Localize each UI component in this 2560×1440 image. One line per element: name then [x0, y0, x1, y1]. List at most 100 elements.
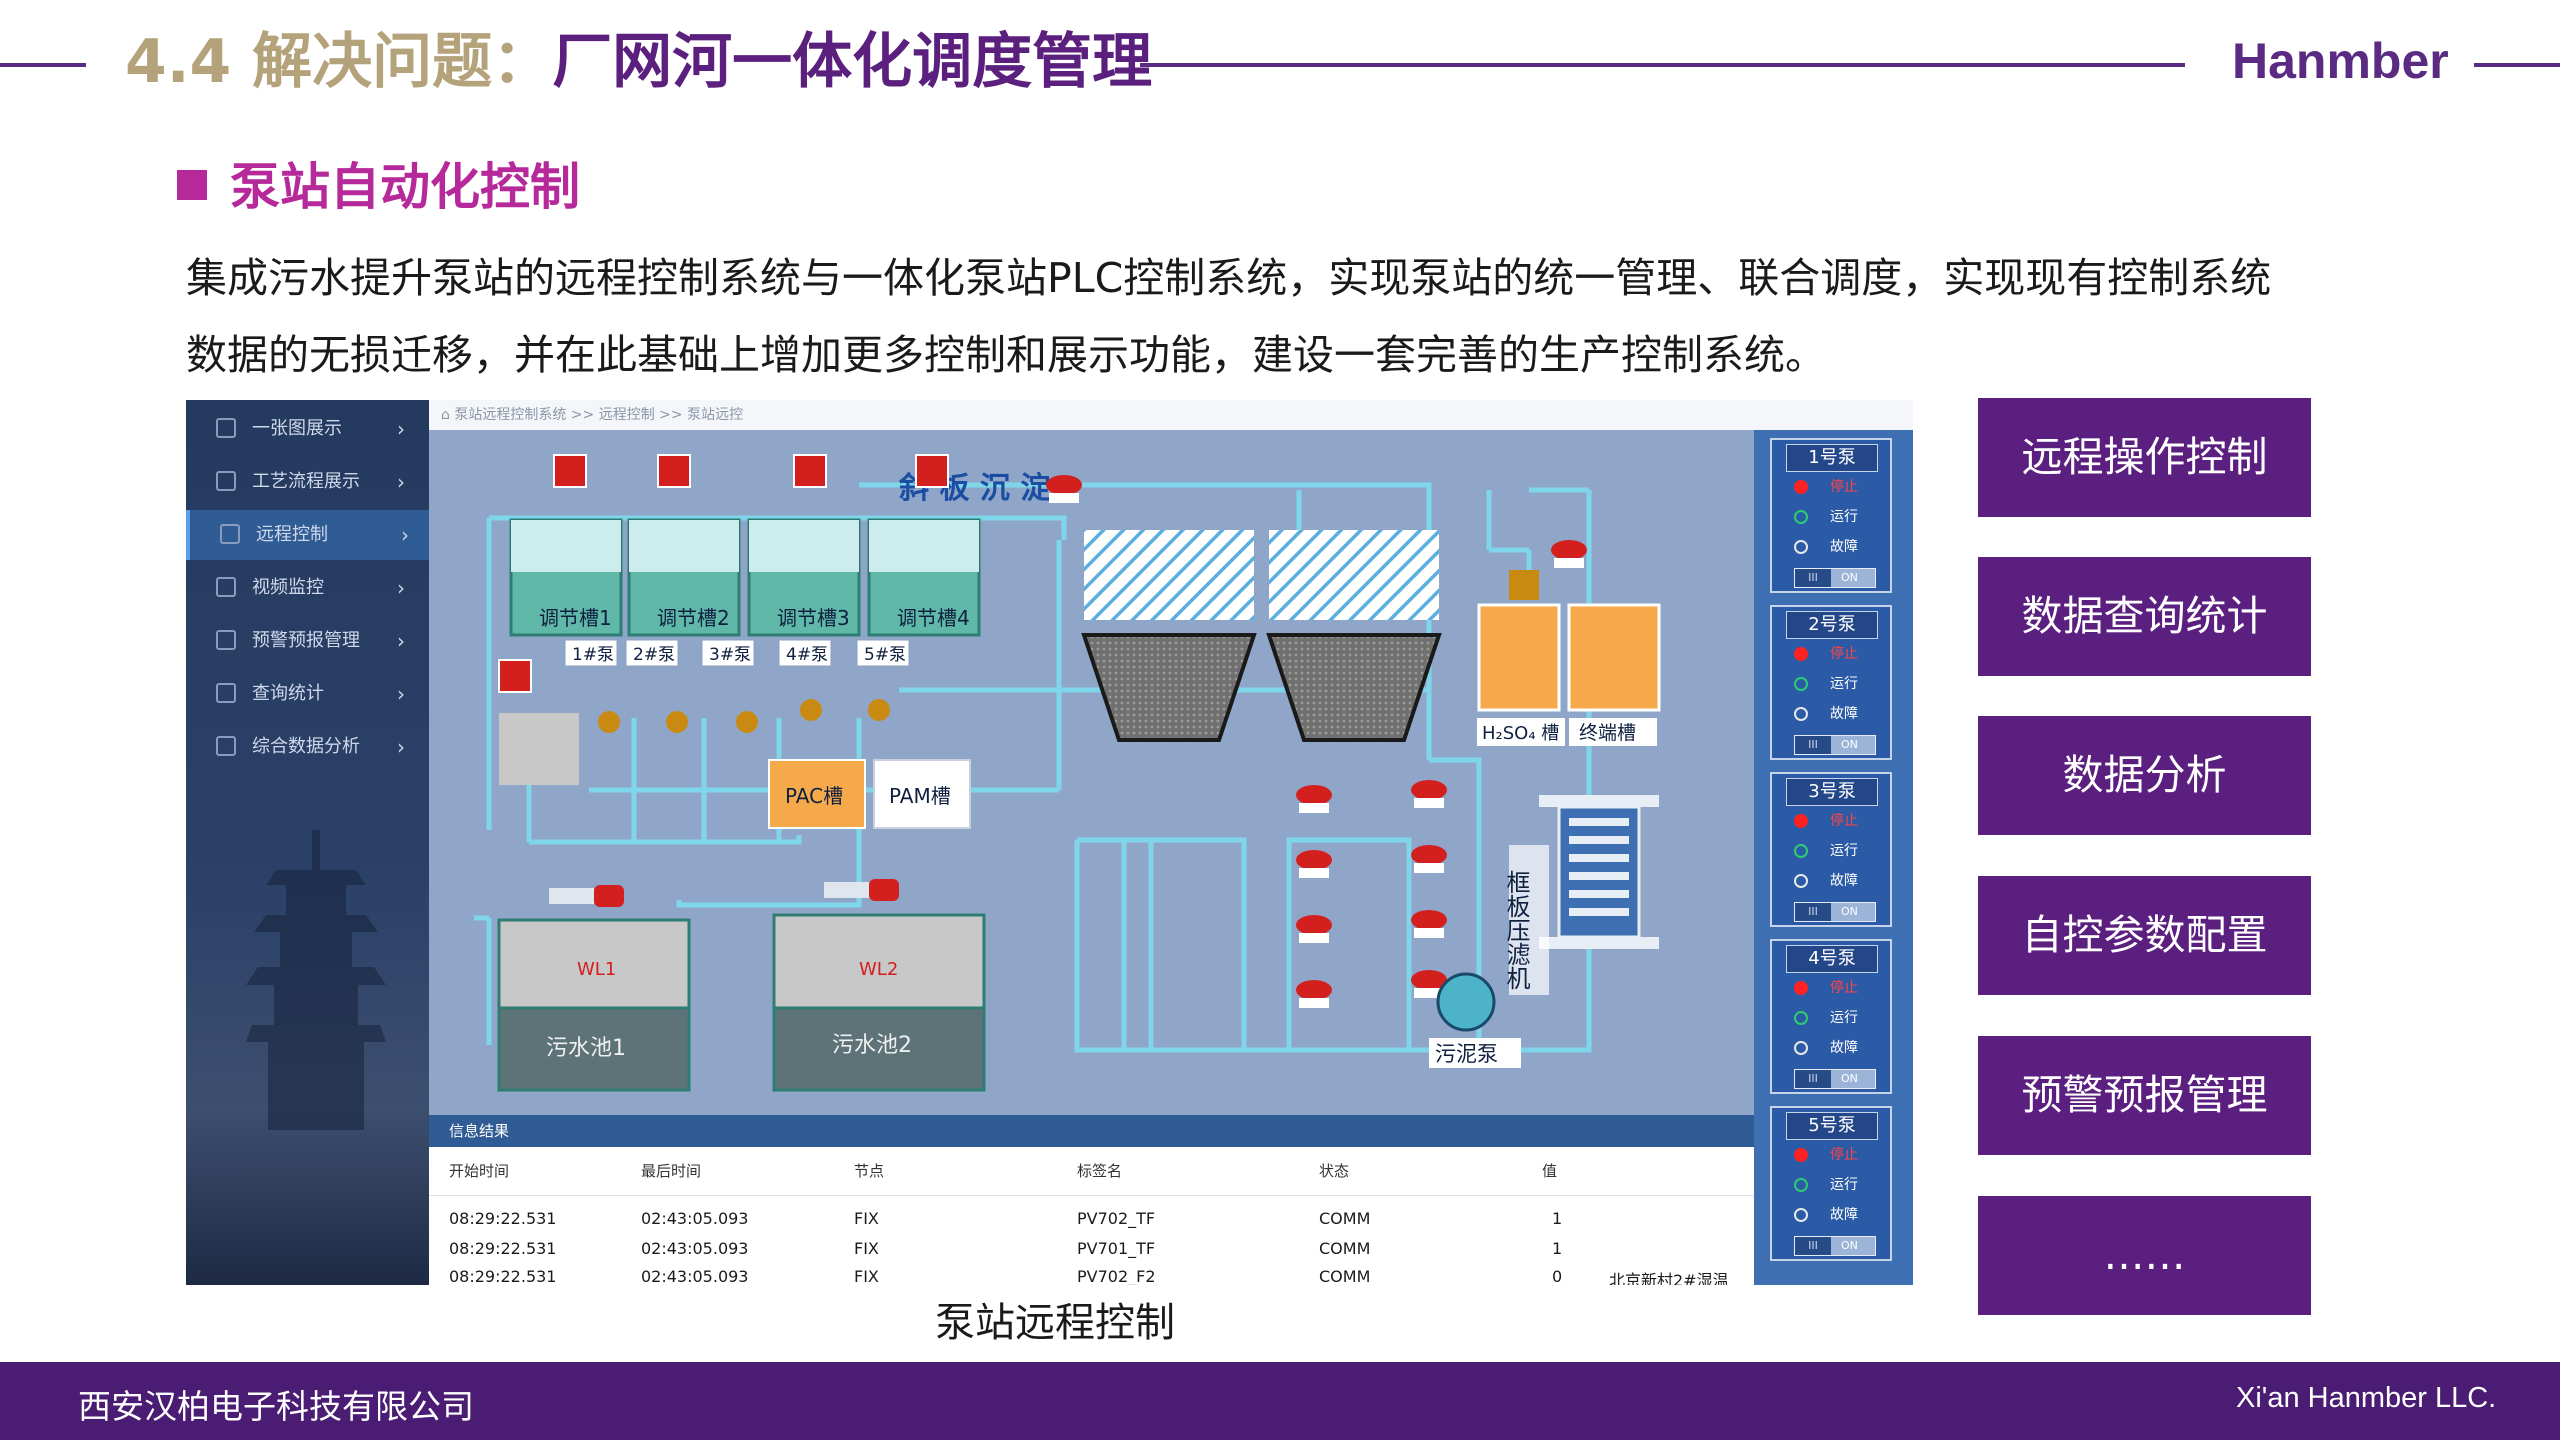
brand-logo: Hanmber: [2232, 33, 2449, 89]
column-header: 状态: [1319, 1162, 1350, 1180]
scada-screenshot: 一张图展示 › 工艺流程展示 › 远程控制 › 视频监控 › 预警预报管理 › …: [186, 400, 1913, 1285]
cell-last-time: 02:43:05.093: [641, 1239, 749, 1258]
wl2-label: WL2: [859, 959, 898, 980]
footer-company-en: Xi'an Hanmber LLC.: [2236, 1382, 2497, 1414]
description-line-2: 数据的无损迁移，并在此基础上增加更多控制和展示功能，建设一套完善的生产控制系统。: [186, 331, 1826, 379]
mixer-icons: [498, 454, 949, 693]
fault-indicator-icon: [1794, 540, 1808, 554]
column-header: 开始时间: [449, 1162, 510, 1180]
pump-label-1: 1#泵: [572, 645, 614, 665]
sidebar-item-analysis[interactable]: 综合数据分析 ›: [186, 722, 429, 772]
fault-label: 故障: [1830, 1040, 1858, 1056]
run-label: 运行: [1830, 1177, 1858, 1193]
filter-press-top: [1539, 795, 1659, 807]
pac-label: PAC槽: [785, 784, 843, 808]
sludge-pump-icon: [1436, 972, 1496, 1032]
feature-alarm-management[interactable]: 预警预报管理: [1978, 1036, 2311, 1155]
fault-indicator-icon: [1794, 874, 1808, 888]
toggle-knob: III: [1795, 736, 1831, 754]
grey-tank: [499, 713, 579, 785]
sewage-pools: [497, 913, 986, 1092]
acid-pump-icon: [1509, 570, 1539, 600]
breadcrumb-text: 泵站远程控制系统 >> 远程控制 >> 泵站远控: [454, 407, 744, 423]
run-indicator-icon: [1794, 510, 1808, 524]
feature-more[interactable]: ……: [1978, 1196, 2311, 1315]
pool1-label: 污水池1: [546, 1036, 626, 1061]
feature-data-analysis[interactable]: 数据分析: [1978, 716, 2311, 835]
figure-caption: 泵站远程控制: [935, 1300, 1175, 1346]
sidebar-item-label: 视频监控: [252, 577, 324, 598]
description-line-1: 集成污水提升泵站的远程控制系统与一体化泵站PLC控制系统，实现泵站的统一管理、联…: [186, 254, 2272, 302]
cell-node: FIX: [854, 1267, 879, 1285]
toggle-label: ON: [1841, 1072, 1858, 1085]
cell-node: FIX: [854, 1239, 879, 1258]
pool2-label: 污水池2: [832, 1033, 912, 1058]
process-diagram: 斜 板 沉 淀 调节槽1 调节槽2 调节槽3 调节槽4: [429, 430, 1754, 1115]
info-results-table: 信息结果 开始时间 最后时间 节点 标签名 状态 值 08:29:22.531 …: [429, 1115, 1754, 1285]
stop-indicator-icon: [1794, 1148, 1808, 1162]
alarm-icon: [216, 630, 236, 650]
remote-icon: [220, 524, 240, 544]
stop-indicator-icon: [1794, 647, 1808, 661]
sidebar-item-label: 工艺流程展示: [252, 471, 360, 492]
sidebar-item-alarm[interactable]: 预警预报管理 ›: [186, 616, 429, 666]
slide-title: 4.4 解决问题：厂网河一体化调度管理: [125, 22, 1152, 102]
header-line-left: [0, 63, 86, 67]
feature-data-query[interactable]: 数据查询统计: [1978, 557, 2311, 676]
stop-indicator-icon: [1794, 981, 1808, 995]
run-indicator-icon: [1794, 1178, 1808, 1192]
sidebar-item-query[interactable]: 查询统计 ›: [186, 669, 429, 719]
pump-label-4: 4#泵: [786, 645, 828, 665]
sidebar-item-label: 远程控制: [256, 524, 328, 545]
stop-label: 停止: [1830, 1147, 1858, 1163]
stop-label: 停止: [1830, 813, 1858, 829]
pam-tank: [873, 759, 971, 829]
stop-label: 停止: [1830, 479, 1858, 495]
pump-toggle-switch[interactable]: III ON: [1794, 735, 1876, 755]
pump-card-title: 4号泵: [1786, 945, 1878, 973]
toggle-label: ON: [1841, 738, 1858, 751]
filter-press-plates: [1569, 818, 1629, 916]
flow-icon: [216, 471, 236, 491]
cell-last-time: 02:43:05.093: [641, 1267, 749, 1285]
toggle-label: ON: [1841, 905, 1858, 918]
chart-icon: [216, 736, 236, 756]
run-label: 运行: [1830, 1010, 1858, 1026]
title-prefix: 4.4 解决问题：: [125, 27, 553, 97]
regulating-tanks: [509, 518, 981, 637]
feature-remote-control[interactable]: 远程操作控制: [1978, 398, 2311, 517]
pump-toggle-switch[interactable]: III ON: [1794, 902, 1876, 922]
sedimentation-tank: [1081, 530, 1442, 742]
pump-label-3: 3#泵: [709, 645, 751, 665]
cell-status: COMM: [1319, 1267, 1371, 1285]
run-label: 运行: [1830, 509, 1858, 525]
feature-param-config[interactable]: 自控参数配置: [1978, 876, 2311, 995]
sidebar-item-remote[interactable]: 远程控制 ›: [186, 510, 433, 560]
stop-indicator-icon: [1794, 480, 1808, 494]
fault-label: 故障: [1830, 873, 1858, 889]
chevron-right-icon: ›: [397, 629, 405, 653]
sidebar-item-label: 预警预报管理: [252, 630, 360, 651]
pump-label-5: 5#泵: [864, 645, 906, 665]
fault-label: 故障: [1830, 539, 1858, 555]
column-header: 节点: [854, 1162, 885, 1180]
chevron-right-icon: ›: [397, 682, 405, 706]
sidebar-item-video[interactable]: 视频监控 ›: [186, 563, 429, 613]
sidebar-item-map[interactable]: 一张图展示 ›: [186, 404, 429, 454]
header-line-right: [2474, 63, 2560, 67]
chevron-right-icon: ›: [397, 735, 405, 759]
terminal-tank: [1567, 603, 1661, 712]
pam-label: PAM槽: [889, 784, 951, 808]
pump-card-title: 3号泵: [1786, 778, 1878, 806]
pump-label-2: 2#泵: [633, 645, 675, 665]
sidebar-item-process[interactable]: 工艺流程展示 ›: [186, 457, 429, 507]
chevron-right-icon: ›: [401, 523, 409, 547]
toggle-knob: III: [1795, 903, 1831, 921]
